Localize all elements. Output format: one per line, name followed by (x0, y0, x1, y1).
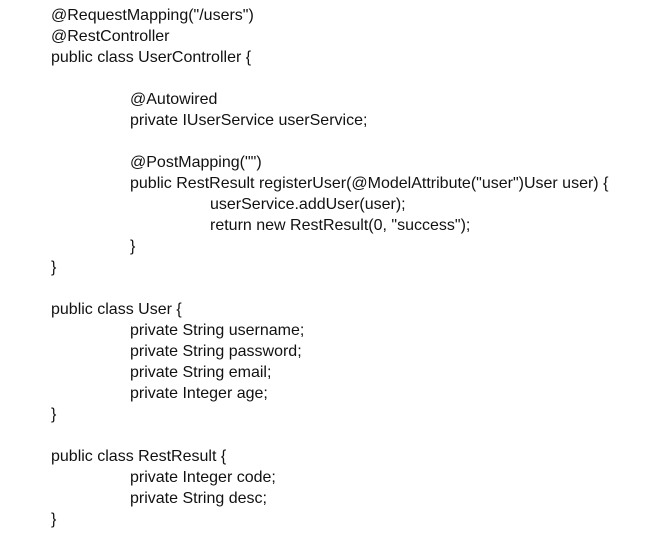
code-line: public RestResult registerUser(@ModelAtt… (130, 175, 609, 192)
code-line: } (51, 406, 57, 423)
code-line: } (51, 259, 57, 276)
code-line: @RestController (51, 28, 170, 45)
code-line: @RequestMapping("/users") (51, 7, 254, 24)
code-line: public class User { (51, 301, 182, 318)
code-line: public class RestResult { (51, 448, 227, 465)
code-line: private IUserService userService; (130, 112, 368, 129)
code-line: private String password; (130, 343, 302, 360)
code-line: } (130, 238, 136, 255)
code-line: } (51, 511, 57, 528)
code-line: private Integer code; (130, 469, 276, 486)
code-line: public class UserController { (51, 49, 252, 66)
code-line: userService.addUser(user); (210, 196, 406, 213)
code-line: private String email; (130, 364, 272, 381)
code-line: private Integer age; (130, 385, 268, 402)
code-line: private String desc; (130, 490, 267, 507)
code-line: return new RestResult(0, "success"); (210, 217, 471, 234)
code-line: private String username; (130, 322, 305, 339)
code-line: @Autowired (130, 91, 218, 108)
code-line: @PostMapping("") (130, 154, 262, 171)
